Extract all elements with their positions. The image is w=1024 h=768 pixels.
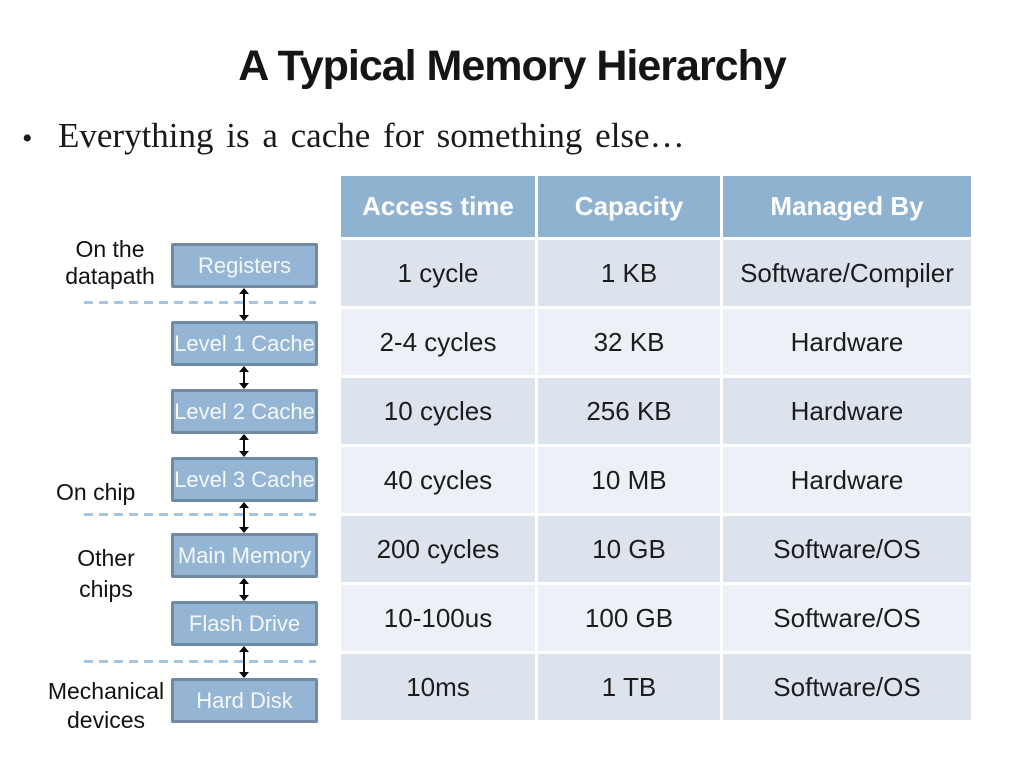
memory-box-flash-drive: Flash Drive xyxy=(171,601,318,646)
bullet-text: Everything is a cache for something else… xyxy=(58,116,685,155)
cell-capacity: 10 MB xyxy=(538,447,720,513)
cell-access-time: 10ms xyxy=(341,654,535,720)
column-header-managed-by: Managed By xyxy=(723,176,971,237)
slide-title: A Typical Memory Hierarchy xyxy=(238,42,787,90)
dashed-boundary-line-icon xyxy=(84,301,316,304)
group-label-line: devices xyxy=(67,707,145,733)
memory-table: Access time Capacity Managed By 1 cycle … xyxy=(341,176,971,720)
double-arrow-icon xyxy=(237,288,251,321)
cell-access-time: 40 cycles xyxy=(341,447,535,513)
cell-managed-by: Hardware xyxy=(723,378,971,444)
cell-access-time: 1 cycle xyxy=(341,240,535,306)
memory-box-level-1-cache: Level 1 Cache xyxy=(171,321,318,366)
cell-capacity: 100 GB xyxy=(538,585,720,651)
cell-access-time: 10-100us xyxy=(341,585,535,651)
cell-access-time: 2-4 cycles xyxy=(341,309,535,375)
double-arrow-icon xyxy=(237,646,251,678)
column-header-access-time: Access time xyxy=(341,176,535,237)
group-label-line: On the xyxy=(75,236,145,262)
cell-capacity: 1 KB xyxy=(538,240,720,306)
dashed-boundary-line-icon xyxy=(84,513,316,516)
group-label-line: datapath xyxy=(65,263,155,289)
cell-managed-by: Hardware xyxy=(723,447,971,513)
group-label-other-chips: Other chips xyxy=(60,543,152,605)
cell-managed-by: Software/OS xyxy=(723,516,971,582)
cell-capacity: 1 TB xyxy=(538,654,720,720)
double-arrow-icon xyxy=(237,502,251,533)
group-label-on-chip: On chip xyxy=(56,479,166,506)
dashed-boundary-line-icon xyxy=(84,660,316,663)
cell-access-time: 200 cycles xyxy=(341,516,535,582)
cell-access-time: 10 cycles xyxy=(341,378,535,444)
memory-box-hard-disk: Hard Disk xyxy=(171,678,318,723)
cell-capacity: 10 GB xyxy=(538,516,720,582)
group-label-line: chips xyxy=(79,576,133,602)
arrow-shaft xyxy=(243,438,245,453)
double-arrow-icon xyxy=(237,434,251,457)
arrow-shaft xyxy=(243,506,245,529)
double-arrow-icon xyxy=(237,578,251,601)
arrow-shaft xyxy=(243,370,245,385)
column-header-capacity: Capacity xyxy=(538,176,720,237)
group-label-line: Mechanical xyxy=(47,678,165,704)
memory-box-registers: Registers xyxy=(171,243,318,288)
group-label-on-the-datapath: On the datapath xyxy=(40,236,180,290)
group-label-line: Other xyxy=(77,545,135,571)
arrow-shaft xyxy=(243,582,245,597)
group-label-line: On chip xyxy=(56,479,136,505)
group-label-mechanical-devices: Mechanical devices xyxy=(36,677,176,735)
arrow-shaft xyxy=(243,292,245,317)
bullet-icon: • xyxy=(22,122,33,155)
cell-capacity: 256 KB xyxy=(538,378,720,444)
memory-box-level-2-cache: Level 2 Cache xyxy=(171,389,318,434)
cell-capacity: 32 KB xyxy=(538,309,720,375)
cell-managed-by: Software/Compiler xyxy=(723,240,971,306)
memory-box-main-memory: Main Memory xyxy=(171,533,318,578)
double-arrow-icon xyxy=(237,366,251,389)
cell-managed-by: Software/OS xyxy=(723,585,971,651)
cell-managed-by: Software/OS xyxy=(723,654,971,720)
memory-box-level-3-cache: Level 3 Cache xyxy=(171,457,318,502)
arrow-shaft xyxy=(243,650,245,674)
cell-managed-by: Hardware xyxy=(723,309,971,375)
